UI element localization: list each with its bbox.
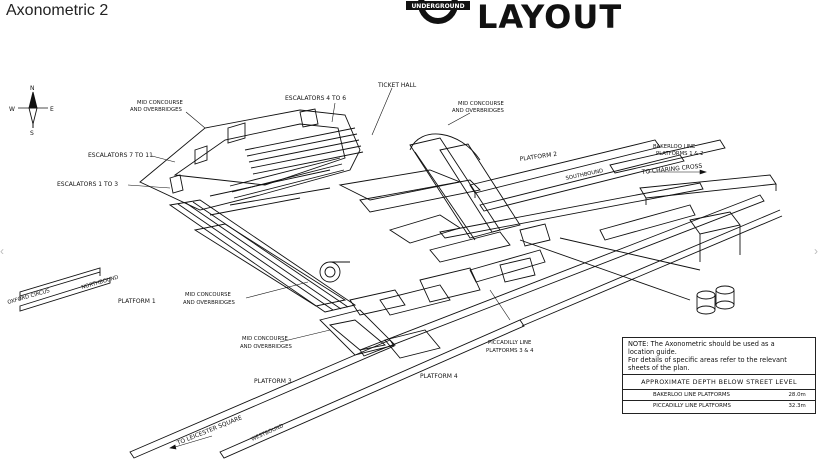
label-escalators-4-6: ESCALATORS 4 TO 6 [285,95,346,102]
label-mid-concourse-top-right-2: AND OVERBRIDGES [452,108,504,114]
label-to-leicester-square: TO LEICESTER SQUARE [175,414,243,447]
central-concourse [209,133,551,316]
label-ticket-hall: TICKET HALL [377,82,417,89]
label-platform-4: PLATFORM 4 [420,373,458,380]
escalators-1-3 [168,199,357,313]
leader-lines [127,87,707,450]
label-westbound: WESTBOUND [250,423,284,443]
table-row: BAKERLOO LINE PLATFORMS 28.0m [623,389,815,401]
note-line-2: location guide. [628,348,677,356]
label-southbound: SOUTHBOUND [565,168,604,182]
note-line-3: For details of specific areas refer to t… [628,356,787,364]
depth-row-name: PICCADILLY LINE PLATFORMS [653,403,731,409]
ticket-hall-structure [139,108,361,211]
table-row: PICCADILLY LINE PLATFORMS 32.3m [623,401,815,412]
label-piccadilly-line-2: PLATFORMS 3 & 4 [486,348,534,354]
depth-row-name: BAKERLOO LINE PLATFORMS [623,389,789,401]
compass-e: E [50,106,54,113]
depth-table-header: APPROXIMATE DEPTH BELOW STREET LEVEL [623,374,815,390]
note-box: NOTE: The Axonometric should be used as … [622,337,816,414]
page-heading: LAYOUT [477,0,623,36]
note-line-4: sheets of the plan. [628,364,690,372]
label-mid-concourse-center-1: MID CONCOURSE [185,292,232,298]
label-mid-concourse-top-right-1: MID CONCOURSE [458,101,505,107]
label-bakerloo-line-2: PLATFORMS 1 & 2 [656,151,703,157]
compass-n: N [30,85,35,92]
label-escalators-7-11: ESCALATORS 7 TO 11 [88,152,153,159]
label-mid-concourse-center-2: AND OVERBRIDGES [183,300,235,306]
piccadilly-tunnels [129,194,783,459]
compass: N S W E [9,85,54,137]
escalators-4-6 [209,127,364,199]
label-escalators-1-3: ESCALATORS 1 TO 3 [57,181,118,188]
right-structures [519,204,741,315]
note-text: NOTE: The Axonometric should be used as … [628,340,812,372]
label-platform-2: PLATFORM 2 [519,151,557,163]
label-platform-3: PLATFORM 3 [254,378,292,385]
label-bakerloo-line-1: BAKERLOO LINE [653,144,696,150]
logo-text: UNDERGROUND [411,3,464,10]
label-northbound: NORTHBOUND [81,275,119,291]
prev-arrow-icon[interactable]: ‹ [0,244,4,258]
depth-row-value: 28.0m [788,389,815,401]
next-arrow-icon[interactable]: › [814,244,818,258]
label-piccadilly-line-1: PICCADILLY LINE [488,340,532,346]
compass-s: S [30,130,34,137]
note-line-1: NOTE: The Axonometric should be used as … [628,340,775,348]
label-mid-concourse-lower-2: AND OVERBRIDGES [240,344,292,350]
page-title: Axonometric 2 [6,2,109,19]
compass-w: W [9,106,15,113]
lower-concourse [319,261,441,359]
bakerloo-tunnels [19,139,777,312]
underground-roundel-logo: UNDERGROUND [406,0,470,24]
label-mid-concourse-top-left-2: AND OVERBRIDGES [130,107,182,113]
label-mid-concourse-lower-1: MID CONCOURSE [242,336,289,342]
depth-table: APPROXIMATE DEPTH BELOW STREET LEVEL BAK… [623,374,815,411]
label-platform-1: PLATFORM 1 [118,298,156,305]
depth-row-value: 32.3m [788,403,806,409]
label-mid-concourse-top-left-1: MID CONCOURSE [137,100,184,106]
